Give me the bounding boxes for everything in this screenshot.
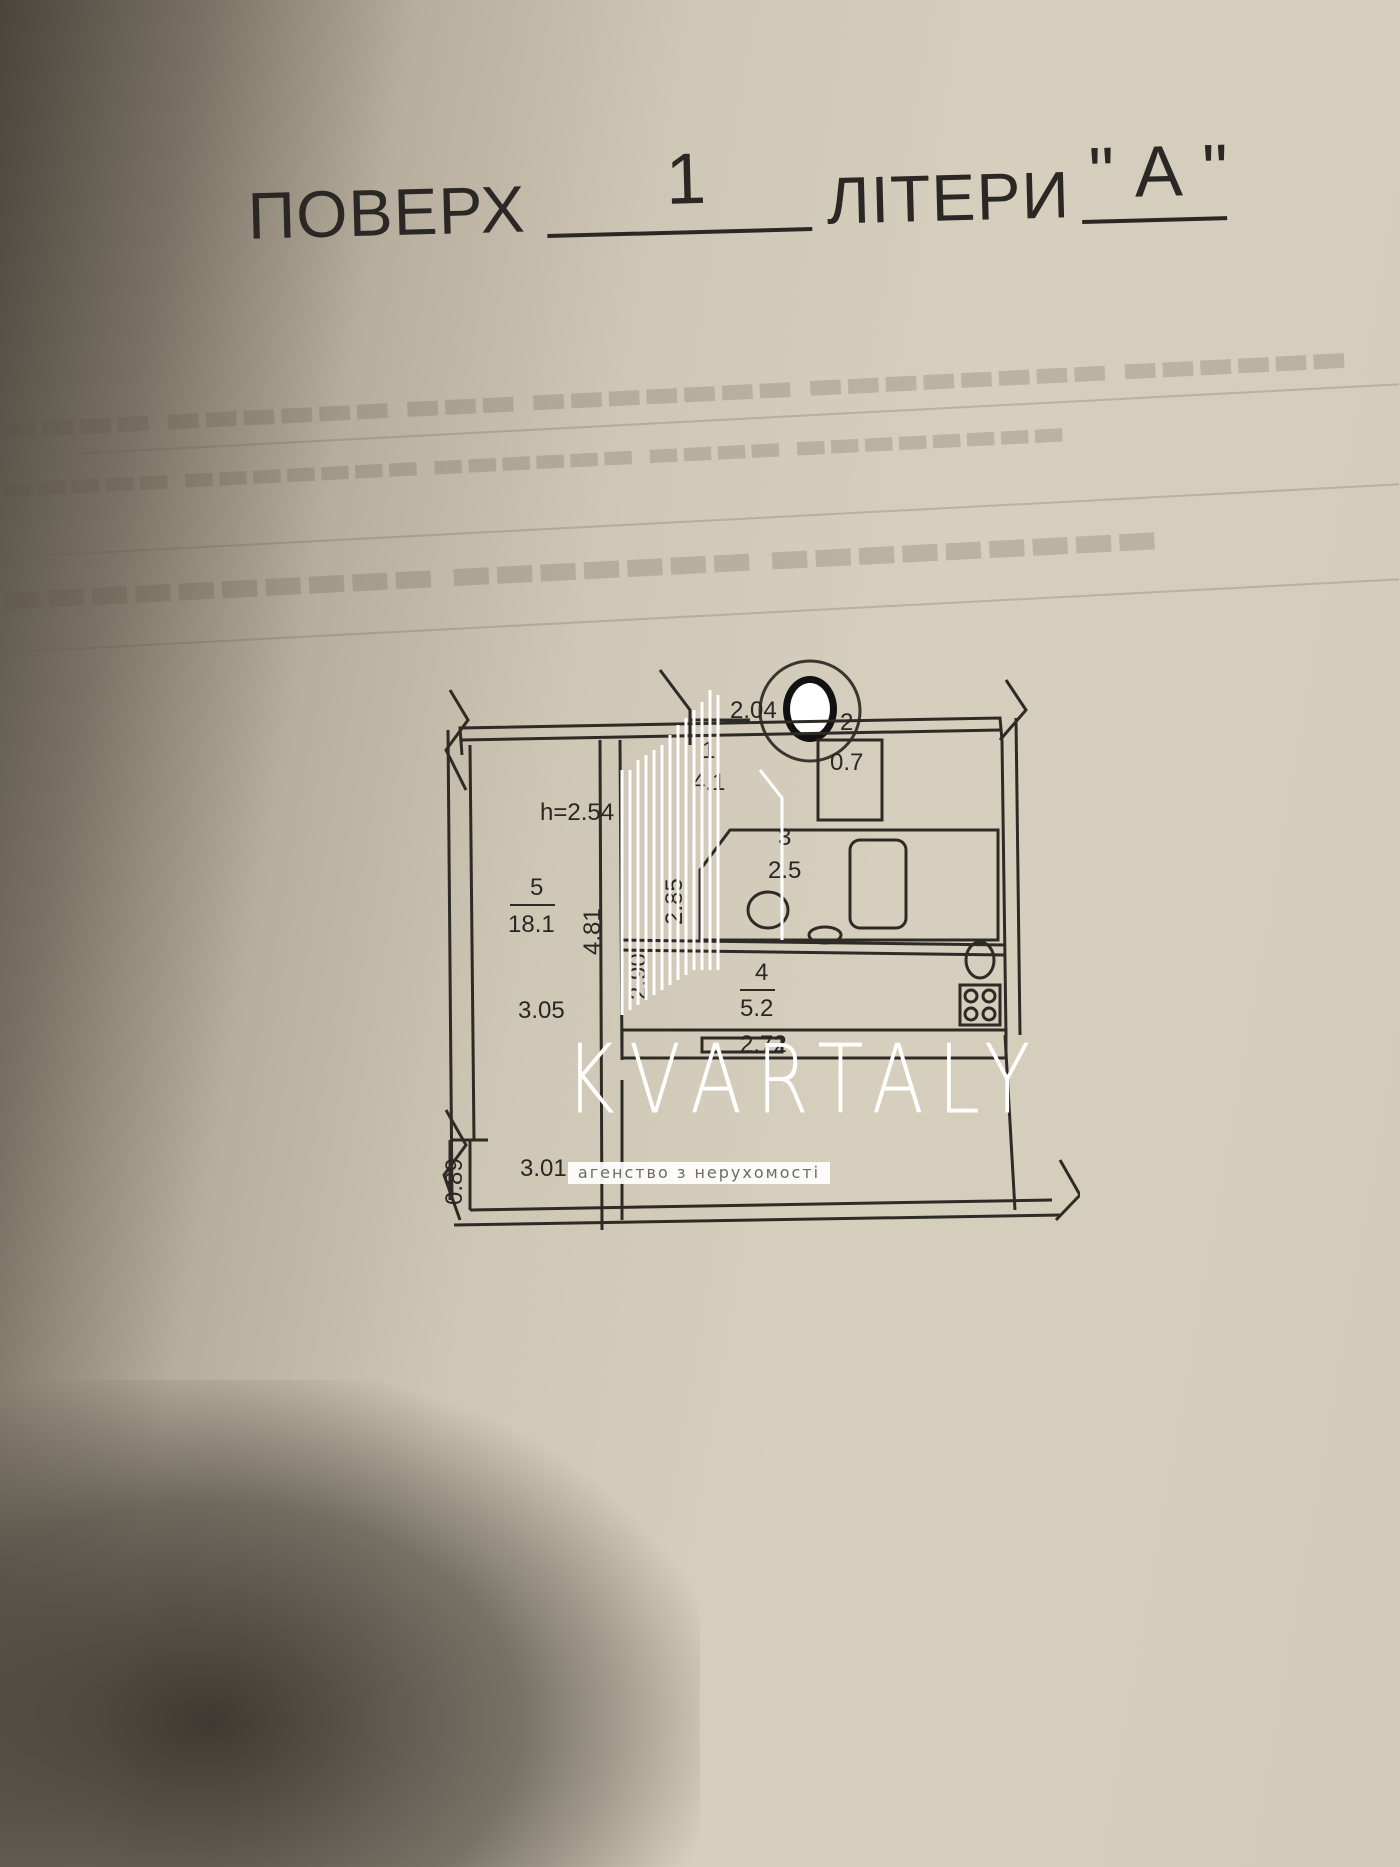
letter-label: ЛІТЕРИ [825,157,1071,238]
stove [958,983,1002,1027]
room-2-area: 0.7 [830,749,863,776]
room-5-number: 5 [530,874,543,901]
photo-shadow [0,1380,700,1867]
wall-bottom [453,1213,1061,1227]
watermark-brand: KVARTALY [565,1023,1045,1136]
partition-main [598,739,604,1231]
ceiling-height: h=2.54 [540,799,614,826]
room-3-area: 2.5 [768,857,801,884]
letter-value: " А " [1087,130,1230,214]
dim-3-05: 3.05 [518,997,565,1024]
dim-0-89: 0.89 [441,1158,468,1205]
wall-right-outer [1014,717,1022,1036]
room-4-number: 4 [755,959,768,986]
dim-2-85: 2.85 [661,878,688,925]
room-3 [698,828,1000,942]
wall-left-inner [468,744,476,1141]
room-5-area: 18.1 [508,911,555,938]
dim-3-01: 3.01 [520,1155,567,1182]
watermark-tagline: агенство з нерухомості [568,1162,830,1184]
dim-4-81: 4.81 [579,908,606,955]
watermark-bars-icon [620,690,784,1015]
dim-2-72: 2.72 [740,1031,787,1058]
wall-left-outer [446,729,454,1201]
room-2 [816,738,884,822]
room-2-number: 2 [840,709,853,736]
floor-value: 1 [664,138,708,220]
wall-top [458,716,1004,756]
room-4-area: 5.2 [740,995,773,1022]
sink [964,940,996,980]
floor-underline [547,227,813,238]
floor-label: ПОВЕРХ [246,171,527,253]
dim-2-04: 2.04 [730,697,777,724]
north-compass-icon [758,659,862,763]
letter-underline [1082,216,1228,224]
